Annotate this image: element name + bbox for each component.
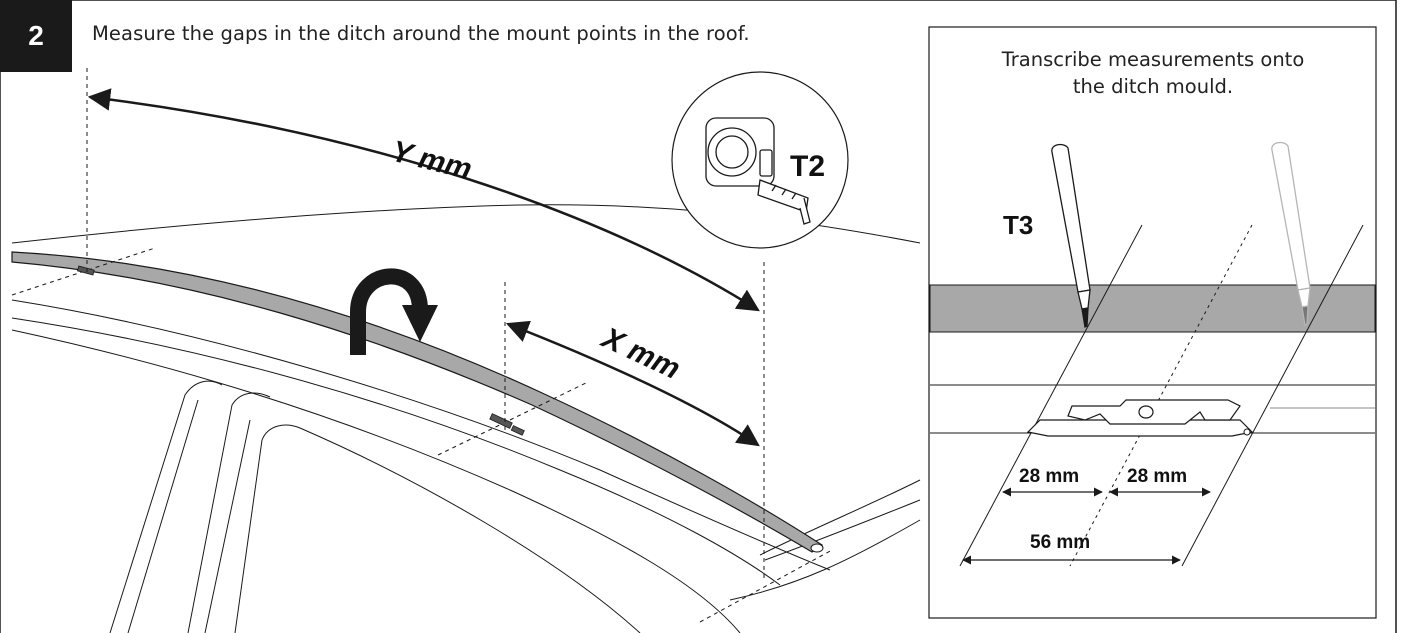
- inset-title-line-2: the ditch mould.: [1072, 75, 1234, 98]
- instruction-text: Measure the gaps in the ditch around the…: [92, 22, 750, 45]
- mount-point-rear: [699, 549, 833, 623]
- dim-label-left: 28 mm: [1019, 466, 1079, 487]
- tape-measure-callout: T2: [671, 71, 849, 249]
- clip-screw: [1243, 428, 1251, 436]
- ditch-end-cap: [810, 543, 824, 553]
- x-dimension-arrow: [505, 320, 760, 447]
- tool-label-t3: T3: [1003, 210, 1033, 240]
- dim-label-right: 28 mm: [1127, 466, 1187, 487]
- dim-label-total: 56 mm: [1030, 532, 1090, 553]
- inset-title: Transcribe measurements onto the ditch m…: [930, 46, 1376, 100]
- door-frame-lines: [109, 380, 641, 633]
- flip-arrow-icon: [350, 268, 438, 355]
- marker-pen-ghost-icon: [1271, 141, 1311, 326]
- mount-clip: [1026, 399, 1254, 437]
- x-measure-label: X mm: [595, 321, 685, 386]
- tape-measure-icon: [705, 117, 811, 225]
- y-measure-label: Y mm: [388, 135, 475, 187]
- tool-label-t2: T2: [790, 150, 825, 183]
- step-number-badge: 2: [0, 0, 72, 72]
- y-dimension-arrow: [87, 88, 760, 312]
- inset-title-line-1: Transcribe measurements onto: [1001, 48, 1305, 71]
- marker-pen-icon: [1051, 143, 1091, 328]
- inset-projection-lines: [959, 224, 1364, 567]
- roof-ditch-strip: [11, 251, 824, 553]
